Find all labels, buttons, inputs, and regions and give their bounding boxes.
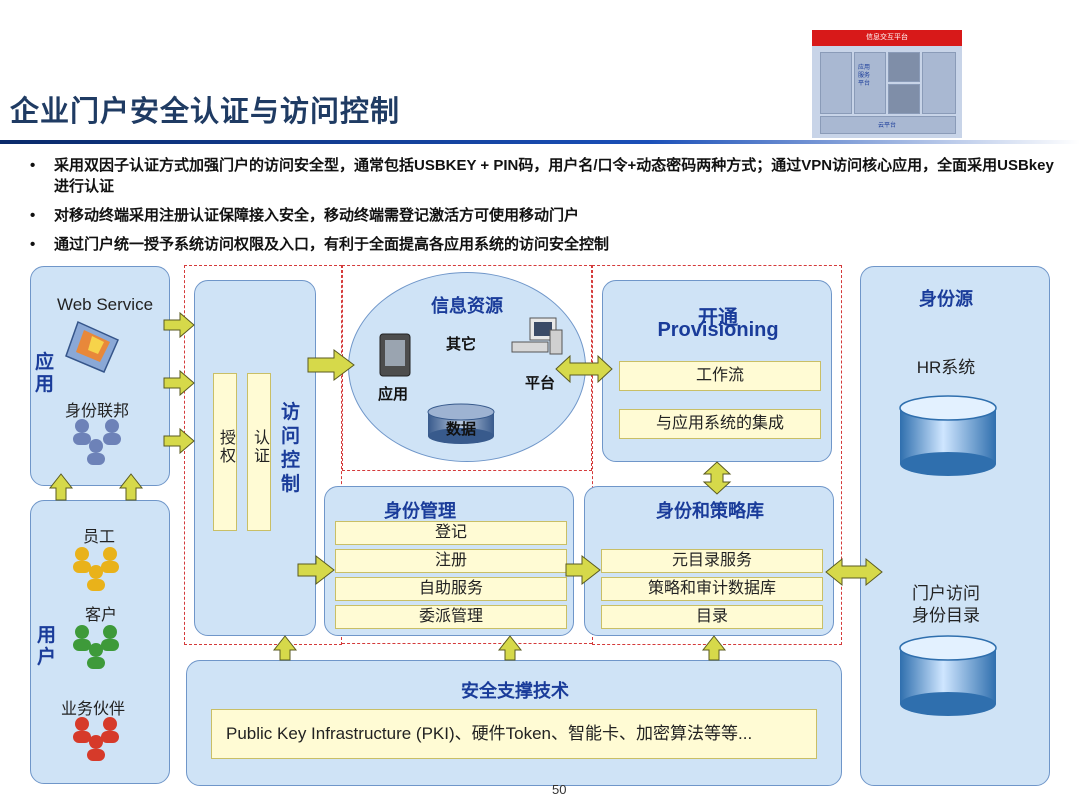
- bullet-list: • 采用双因子认证方式加强门户的访问安全型，通常包括USBKEY + PIN码，用…: [26, 155, 1066, 263]
- identity-mgmt-item: 委派管理: [335, 605, 567, 629]
- thumbnail-top-bar: 信息交互平台: [812, 30, 962, 46]
- user-side-label: 用户: [37, 625, 57, 668]
- arrow-bidirectional-icon: [555, 354, 613, 384]
- thumbnail-body: 应用 服务 平台 云平台: [812, 46, 962, 138]
- identity-policy-item: 目录: [601, 605, 823, 629]
- security-title: 安全支撑技术: [461, 681, 569, 701]
- bottom-dashed-line: [342, 643, 592, 644]
- thumbnail-bottom-label: 云平台: [877, 123, 896, 129]
- platform-label: 平台: [525, 375, 556, 392]
- web-service-label: Web Service: [56, 295, 154, 314]
- identity-policy-item: 元目录服务: [601, 549, 823, 573]
- bullet-item: • 对移动终端采用注册认证保障接入安全，移动终端需登记激活方可使用移动门户: [26, 205, 1066, 226]
- access-control-label: 访问控制: [281, 402, 301, 495]
- identity-mgmt-item: 登记: [335, 521, 567, 545]
- bullet-item: • 通过门户统一授予系统访问权限及入口，有利于全面提高各应用系统的访问安全控制: [26, 234, 1066, 255]
- platform-computer-icon: [511, 317, 563, 355]
- thumbnail-cell: [820, 52, 852, 114]
- identity-source-title: 身份源: [919, 289, 973, 309]
- thumbnail-bottom-cell: [820, 116, 956, 134]
- arrow-right-icon: [565, 554, 601, 586]
- thumbnail-cell: [854, 52, 886, 114]
- customer-label: 客户: [85, 607, 118, 624]
- provisioning-item: 工作流: [619, 361, 821, 391]
- identity-mgmt-item: 注册: [335, 549, 567, 573]
- partner-people-icon: [73, 717, 119, 761]
- bullet-text: 通过门户统一授予系统访问权限及入口，有利于全面提高各应用系统的访问安全控制: [54, 236, 610, 253]
- application-device-icon: [379, 333, 411, 377]
- authenticate-label: 认证: [251, 429, 268, 465]
- authorize-strip: 授权: [213, 373, 237, 531]
- web-service-icon: [65, 320, 119, 373]
- provisioning-panel: 开通 Provisioning 工作流 与应用系统的集成: [602, 280, 832, 462]
- identity-policy-title: 身份和策略库: [656, 501, 764, 521]
- hr-database-icon: [899, 395, 997, 476]
- portal-directory-database-icon: [899, 635, 997, 716]
- employee-label: 员工: [83, 529, 116, 546]
- access-dashed-border: [184, 265, 342, 645]
- access-control-panel: 授权 认证 访问控制: [194, 280, 316, 636]
- info-resources-title: 信息资源: [431, 296, 503, 316]
- identity-mgmt-title: 身份管理: [384, 501, 456, 521]
- identity-mgmt-item: 自助服务: [335, 577, 567, 601]
- page-title: 企业门户安全认证与访问控制: [10, 96, 401, 128]
- bullet-text: 对移动终端采用注册认证保障接入安全，移动终端需登记激活方可使用移动门户: [54, 207, 580, 224]
- title-rule: [0, 140, 1080, 144]
- arrow-up-icon: [497, 635, 523, 661]
- thumbnail-left-label: 应用 服务 平台: [858, 65, 871, 87]
- application-label: 应用: [378, 386, 409, 403]
- arrow-right-icon: [163, 427, 195, 455]
- other-label: 其它: [446, 336, 477, 353]
- identity-federation-label: 身份联邦: [65, 403, 130, 420]
- authorize-label: 授权: [217, 429, 234, 465]
- provisioning-title: 开通: [698, 307, 738, 329]
- arrow-bidirectional-icon: [825, 557, 883, 587]
- app-side-label: 应用: [35, 352, 55, 395]
- identity-policy-item: 策略和审计数据库: [601, 577, 823, 601]
- data-cylinder-icon: [427, 403, 495, 444]
- bullet-dot-icon: •: [30, 236, 36, 253]
- arrow-up-icon: [48, 473, 74, 501]
- arrow-up-icon: [701, 635, 727, 661]
- customer-people-icon: [73, 625, 119, 669]
- arrow-right-icon: [163, 369, 195, 397]
- thumbnail-cell: [888, 52, 920, 82]
- corner-thumbnail: 信息交互平台 应用 服务 平台 云平台: [812, 30, 962, 138]
- bullet-text: 采用双因子认证方式加强门户的访问安全型，通常包括USBKEY + PIN码，用户…: [54, 157, 1054, 195]
- portal-directory-label: 门户访问 身份目录: [912, 584, 980, 625]
- arrow-right-icon: [307, 349, 355, 381]
- bullet-dot-icon: •: [30, 207, 36, 224]
- security-content: Public Key Infrastructure (PKI)、硬件Token、…: [211, 709, 817, 759]
- authenticate-strip: 认证: [247, 373, 271, 531]
- employee-people-icon: [73, 547, 119, 591]
- page-number: 50: [552, 782, 567, 797]
- arrow-vertical-bidirectional-icon: [702, 461, 732, 495]
- thumbnail-cell: [922, 52, 956, 114]
- bullet-item: • 采用双因子认证方式加强门户的访问安全型，通常包括USBKEY + PIN码，用…: [26, 155, 1066, 197]
- security-panel: 安全支撑技术 Public Key Infrastructure (PKI)、硬…: [186, 660, 842, 786]
- partner-label: 业务伙伴: [61, 701, 126, 718]
- federation-people-icon: [73, 419, 121, 465]
- hr-system-label: HR系统: [916, 358, 976, 377]
- provisioning-title-en: Provisioning: [657, 319, 779, 341]
- identity-policy-panel: 身份和策略库 元目录服务 策略和审计数据库 目录: [584, 486, 834, 636]
- arrow-right-icon: [297, 554, 335, 586]
- data-label: 数据: [446, 420, 476, 438]
- bullet-dot-icon: •: [30, 157, 36, 174]
- arrow-up-icon: [272, 635, 298, 661]
- provisioning-item: 与应用系统的集成: [619, 409, 821, 439]
- arrow-right-icon: [163, 311, 195, 339]
- arrow-up-icon: [118, 473, 144, 501]
- thumbnail-cell: [888, 84, 920, 114]
- identity-mgmt-panel: 身份管理 登记 注册 自助服务 委派管理: [324, 486, 574, 636]
